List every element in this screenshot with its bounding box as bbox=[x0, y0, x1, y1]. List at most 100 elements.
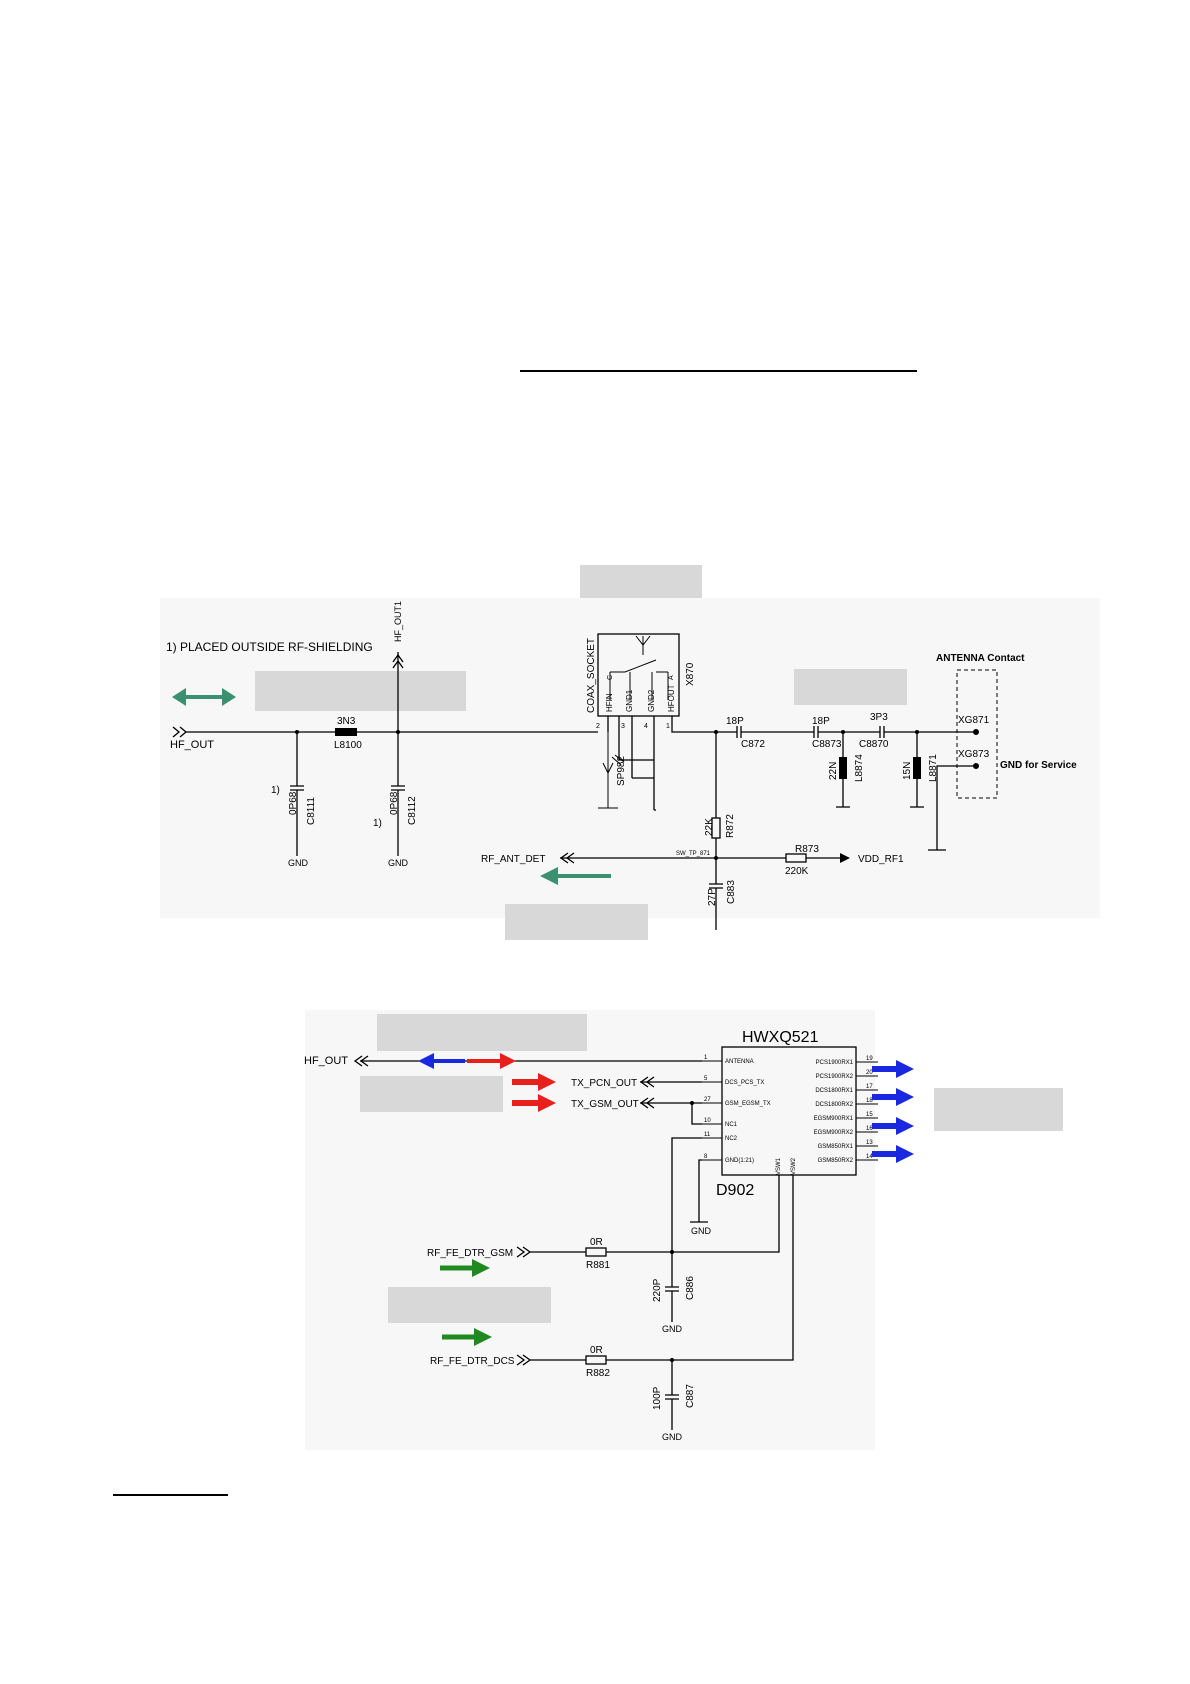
chip-pin-number: 10 bbox=[704, 1118, 711, 1124]
vsw2-wire bbox=[672, 1175, 794, 1361]
capacitor-c887 bbox=[665, 1360, 679, 1430]
chip-pin-number: 11 bbox=[704, 1132, 711, 1138]
schematic-frontend-module: HWXQ521 D902 1ANTENNA5DCS_PCS_TX27GSM_EG… bbox=[304, 1029, 914, 1442]
resistor-r872 bbox=[711, 817, 721, 839]
title-underline bbox=[520, 370, 917, 372]
c8870-ref: C8870 bbox=[859, 739, 889, 750]
r881-ref: R881 bbox=[586, 1260, 610, 1271]
chip-pin-name: EGSM900RX2 bbox=[814, 1130, 854, 1136]
r881-value: 0R bbox=[590, 1237, 603, 1248]
pin-hfin-label: HFIN bbox=[605, 693, 614, 712]
chip-pin-name: PCS1900RX2 bbox=[816, 1074, 854, 1080]
c887-gnd: GND bbox=[662, 1432, 683, 1442]
vsw1-label: VSW1 bbox=[776, 1157, 782, 1175]
c8111-mark: 1) bbox=[271, 785, 280, 796]
r873-value: 220K bbox=[785, 866, 809, 877]
r882-value: 0R bbox=[590, 1345, 603, 1356]
coax-socket-label: COAX_SOCKET bbox=[586, 638, 597, 713]
chip-left-pins: 1ANTENNA5DCS_PCS_TX27GSM_EGSM_TX10NC111N… bbox=[702, 1055, 771, 1164]
pin-4-label: 4 bbox=[644, 723, 648, 730]
coax-switch-symbol bbox=[609, 635, 669, 700]
inductor-l8874 bbox=[839, 757, 847, 779]
pin-hfout-label: HFOUT bbox=[667, 684, 676, 712]
xg873-label: XG873 bbox=[958, 749, 990, 760]
capacitor-c886 bbox=[665, 1252, 679, 1322]
chip-pin-name: GSM850RX2 bbox=[818, 1158, 854, 1164]
chip-pin-name: GSM_EGSM_TX bbox=[725, 1101, 771, 1107]
chip-pin-name: PCS1900RX1 bbox=[816, 1060, 854, 1066]
tx-gsm-arrow bbox=[639, 1097, 655, 1109]
chip-pin-number: 8 bbox=[704, 1154, 708, 1160]
c8112-ref: C8112 bbox=[407, 796, 418, 825]
label-box-top bbox=[580, 565, 702, 598]
vdd-rf1-label: VDD_RF1 bbox=[858, 854, 904, 865]
label-box-hf-out-2 bbox=[377, 1014, 587, 1051]
chip-pin-number: 1 bbox=[704, 1055, 708, 1061]
dtr-gsm-arrow bbox=[516, 1246, 532, 1258]
c872-ref: C872 bbox=[741, 739, 765, 750]
chip-pin-name: GSM850RX1 bbox=[818, 1144, 854, 1150]
chip-name: HWXQ521 bbox=[742, 1029, 819, 1046]
c8112-mark: 1) bbox=[373, 818, 382, 829]
tx-pcn-arrow bbox=[639, 1076, 655, 1088]
pin-1-label: 1 bbox=[666, 723, 670, 730]
vsw2-label: VSW2 bbox=[791, 1157, 797, 1175]
red-tx-gsm-arrow-icon bbox=[512, 1094, 556, 1112]
label-box-antenna bbox=[794, 669, 907, 705]
chip-pin-number: 15 bbox=[866, 1112, 873, 1118]
tx-gsm-label: TX_GSM_OUT bbox=[571, 1099, 639, 1110]
hf-out1-label: HF_OUT1 bbox=[393, 601, 403, 642]
shielding-note: 1) PLACED OUTSIDE RF-SHIELDING bbox=[166, 640, 373, 654]
hf-out-2-label: HF_OUT bbox=[304, 1055, 348, 1067]
capacitor-c8112 bbox=[391, 732, 405, 856]
capacitor-c872 bbox=[716, 726, 814, 738]
chip-gnd-label: GND bbox=[691, 1226, 712, 1236]
hf-out1-arrow bbox=[392, 653, 404, 669]
c872-value: 18P bbox=[726, 716, 744, 727]
r873-ref: R873 bbox=[795, 844, 819, 855]
pin-gnd1-label: GND1 bbox=[625, 689, 634, 712]
bidirectional-arrow-icon bbox=[172, 688, 236, 706]
chip-pin-name: DCS_PCS_TX bbox=[725, 1080, 764, 1086]
c8873-ref: C8873 bbox=[812, 739, 842, 750]
pin-3-label: 3 bbox=[621, 723, 625, 730]
hf-out-label: HF_OUT bbox=[170, 739, 214, 751]
sw-tp-label: SW_TP_871 bbox=[676, 851, 711, 857]
rf-ant-det-label: RF_ANT_DET bbox=[481, 854, 545, 865]
chip-pin-number: 27 bbox=[704, 1097, 711, 1103]
chip-pin-number: 19 bbox=[866, 1056, 873, 1062]
resistor-r873 bbox=[785, 853, 807, 863]
c8111-gnd: GND bbox=[288, 858, 309, 868]
green-dtr-dcs-arrow-icon bbox=[442, 1328, 492, 1346]
pin-a-label: A bbox=[668, 675, 675, 680]
inductor-l8871 bbox=[913, 757, 921, 779]
label-box-tx bbox=[360, 1076, 503, 1112]
red-tx-pcn-arrow-icon bbox=[512, 1073, 556, 1091]
l8874-value: 22N bbox=[828, 762, 839, 780]
c8873-value: 18P bbox=[812, 716, 830, 727]
chip-pin-number: 18 bbox=[866, 1098, 873, 1104]
inductor-l8871-wire bbox=[910, 732, 924, 808]
c886-value: 220P bbox=[652, 1278, 663, 1302]
nc2-wire bbox=[671, 1137, 702, 1252]
blue-rx-pcs-arrow-icon bbox=[872, 1060, 914, 1078]
c8111-value: 0P68 bbox=[288, 791, 299, 815]
dtr-dcs-arrow bbox=[516, 1354, 532, 1366]
c886-gnd: GND bbox=[662, 1324, 683, 1334]
capacitor-c8870 bbox=[879, 726, 976, 738]
vsw1-wire bbox=[672, 1175, 780, 1253]
chip-pin-name: DCS1800RX2 bbox=[815, 1102, 853, 1108]
chip-pin-name: DCS1800RX1 bbox=[815, 1088, 853, 1094]
capacitor-c8873 bbox=[813, 726, 880, 738]
chip-gnd-wire bbox=[690, 1159, 708, 1223]
l8871-value: 15N bbox=[902, 762, 913, 780]
hf-out-input-symbol bbox=[172, 726, 188, 738]
c8870-value: 3P3 bbox=[870, 712, 888, 723]
chip-pin-name: EGSM900RX1 bbox=[814, 1116, 854, 1122]
chip-pin-name: NC2 bbox=[725, 1136, 738, 1142]
chip-pin-number: 20 bbox=[866, 1070, 873, 1076]
hf-out-arrow bbox=[353, 1055, 369, 1067]
sp982-label: SP982 bbox=[616, 756, 627, 786]
green-dtr-gsm-arrow-icon bbox=[440, 1259, 490, 1277]
